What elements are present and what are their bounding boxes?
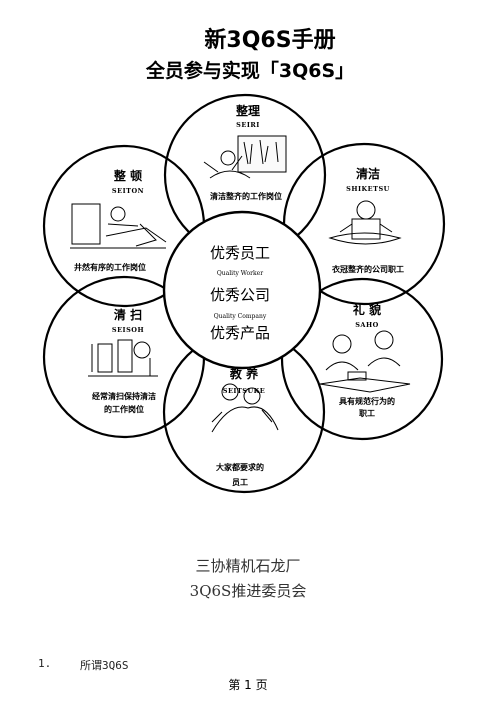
center-label-company-en: Quality Company bbox=[214, 313, 267, 320]
petal-seiso: 清 扫 SEISOH 经常清扫保持清洁 的工作岗位 bbox=[92, 307, 156, 414]
petal-name: 教 养 bbox=[229, 366, 258, 381]
petal-seiri: 整理 SEIRI 清洁整齐的工作岗位 bbox=[210, 103, 282, 201]
petal-circle-saho bbox=[280, 277, 444, 441]
petal-shitsuke: 教 养 SEITSUKE 大家都要求的 员工 bbox=[216, 366, 265, 487]
petal-name: 清洁 bbox=[356, 166, 380, 181]
petal-desc: 衣冠整齐的公司职工 bbox=[332, 264, 404, 274]
saho-illustration bbox=[319, 330, 411, 393]
petal-seiton: 整 顿 SEITON 井然有序的工作岗位 bbox=[74, 168, 146, 272]
petal-en: SEITSUKE bbox=[223, 387, 266, 395]
petal-en: SEISOH bbox=[112, 326, 144, 334]
petal-illustrations bbox=[70, 135, 411, 433]
center-circle bbox=[162, 210, 322, 370]
petal-desc-2: 的工作岗位 bbox=[104, 404, 144, 414]
seiri-illustration bbox=[203, 135, 287, 179]
petal-en: SAHO bbox=[355, 321, 379, 329]
petal-name: 清 扫 bbox=[114, 307, 142, 322]
page-number: 第 1 页 bbox=[228, 678, 268, 692]
petal-saho: 礼 貌 SAHO 具有规范行为的 职工 bbox=[339, 302, 395, 418]
center-label-worker-en: Quality Worker bbox=[217, 270, 263, 277]
committee-name: 3Q6S推进委员会 bbox=[189, 582, 307, 600]
list-item-text: 所谓3Q6S bbox=[80, 659, 129, 672]
list-number: 1. bbox=[38, 657, 52, 670]
petal-name: 整 顿 bbox=[113, 168, 142, 183]
seiso-illustration bbox=[88, 339, 158, 377]
petal-name: 礼 貌 bbox=[353, 302, 381, 317]
center-labels: 优秀员工 Quality Worker 优秀公司 Quality Company… bbox=[210, 244, 270, 342]
petal-desc: 大家都要求的 bbox=[216, 462, 264, 472]
center-label-company: 优秀公司 bbox=[210, 286, 270, 304]
petal-desc-2: 员工 bbox=[232, 478, 248, 487]
petal-desc: 经常清扫保持清洁 bbox=[92, 391, 156, 401]
seiton-illustration bbox=[70, 203, 167, 249]
petal-desc: 井然有序的工作岗位 bbox=[74, 262, 146, 272]
shitsuke-illustration bbox=[211, 383, 279, 433]
petal-seiketsu: 清洁 SHIKETSU 衣冠整齐的公司职工 bbox=[332, 166, 404, 274]
center-label-product: 优秀产品 bbox=[210, 324, 270, 342]
petal-en: SEITON bbox=[112, 187, 144, 195]
company-name: 三协精机石龙厂 bbox=[195, 557, 301, 575]
document-title: 新3Q6S手册 bbox=[204, 28, 336, 53]
seiketsu-illustration bbox=[328, 200, 402, 245]
document-subtitle: 全员参与实现「3Q6S」 bbox=[145, 60, 355, 82]
petal-en: SEIRI bbox=[236, 121, 260, 129]
petal-desc-2: 职工 bbox=[359, 409, 375, 418]
petal-name: 整理 bbox=[235, 103, 260, 118]
petal-en: SHIKETSU bbox=[346, 185, 390, 193]
center-label-worker: 优秀员工 bbox=[210, 244, 270, 262]
petal-desc: 具有规范行为的 bbox=[339, 396, 395, 406]
petal-desc: 清洁整齐的工作岗位 bbox=[210, 191, 282, 201]
